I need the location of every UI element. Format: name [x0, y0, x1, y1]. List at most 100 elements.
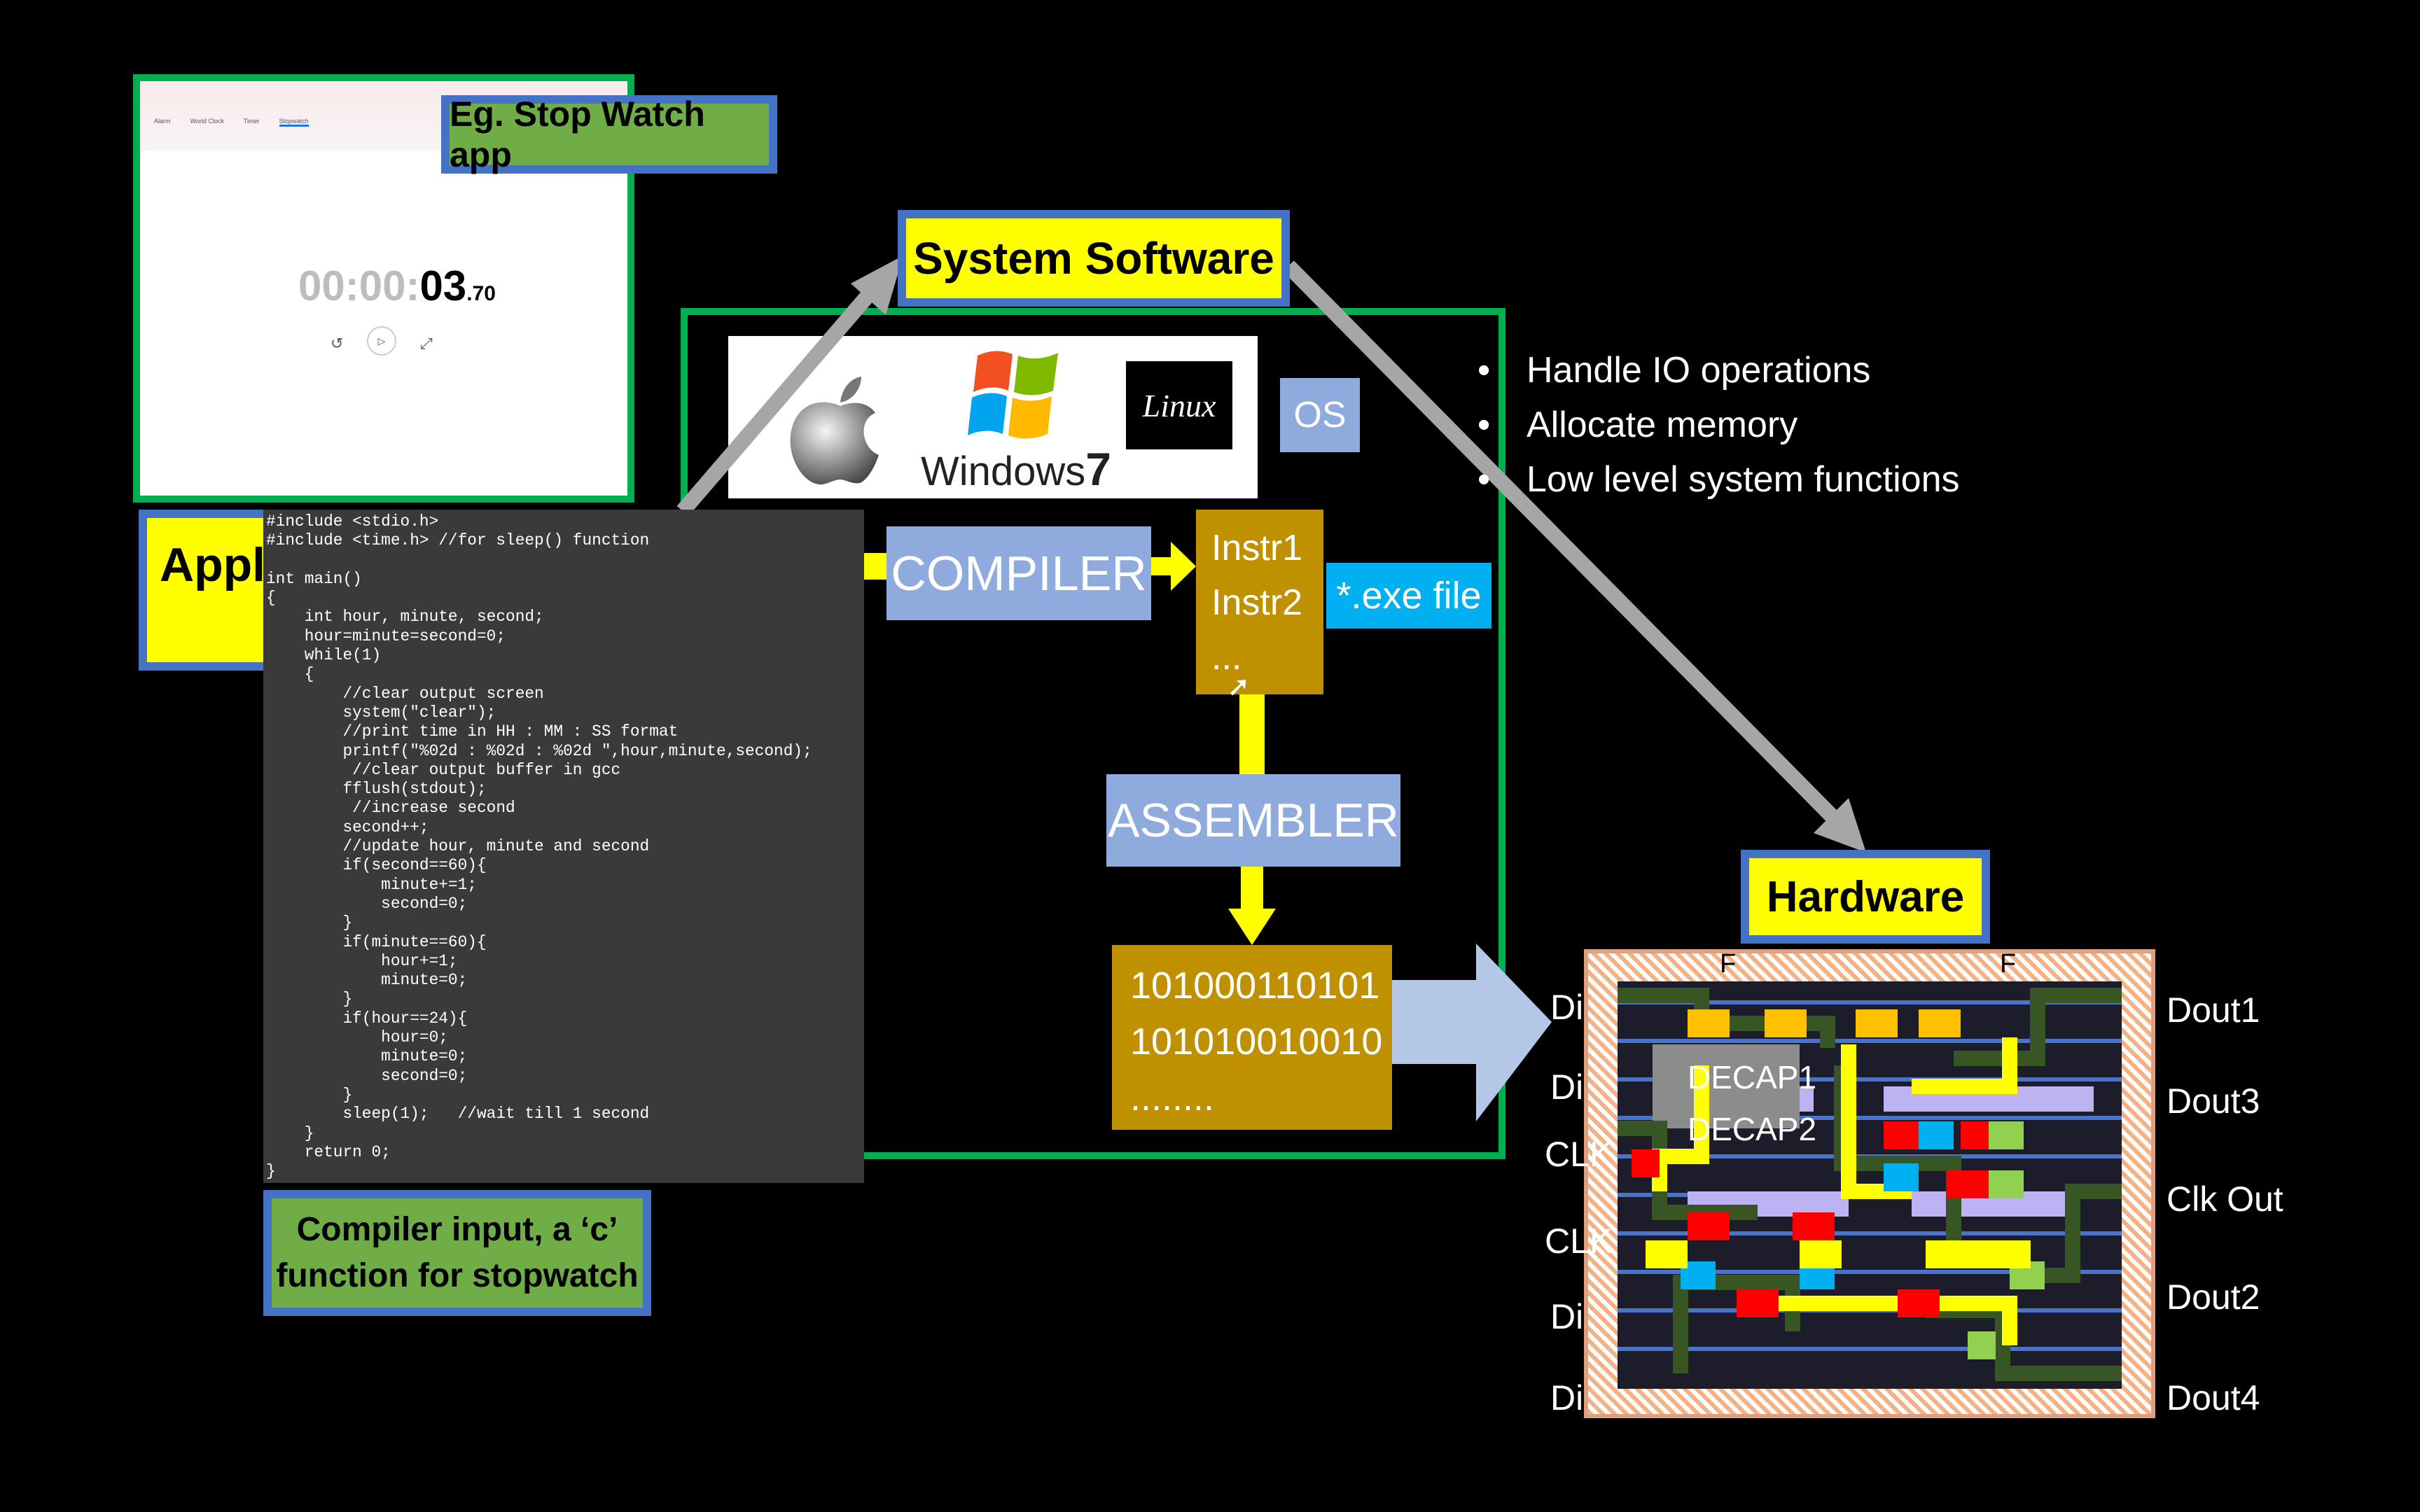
assembler-box: ASSEMBLER	[1106, 774, 1400, 867]
pin-left-5: Di	[1550, 1297, 1584, 1336]
code-line: minute=0;	[266, 1047, 468, 1066]
code-line: #include <stdio.h>	[266, 512, 439, 531]
code-line: system("clear");	[266, 703, 496, 722]
arrow-system-software-to-hardware	[1283, 260, 1847, 832]
tab-stopwatch[interactable]: Stopwatch	[279, 118, 309, 127]
arrowhead-system-software	[851, 255, 903, 315]
instructions-box: Instr1 Instr2 ...	[1196, 510, 1323, 694]
compiler-box: COMPILER	[886, 526, 1151, 620]
code-line: hour=minute=second=0;	[266, 626, 506, 645]
pin-dout1: Dout1	[2167, 990, 2260, 1030]
pin-left-4: CLK	[1545, 1222, 1613, 1261]
arrow-app-to-system-software	[676, 281, 882, 517]
os-logos-panel: Windows7 Linux	[728, 336, 1258, 498]
pin-dout4: Dout4	[2167, 1378, 2260, 1418]
code-line: second=0;	[266, 894, 468, 913]
stopwatch-example-text: Eg. Stop Watch app	[450, 94, 705, 174]
chip-top-label-f1: F	[1720, 949, 1737, 979]
code-line: fflush(stdout);	[266, 780, 487, 799]
code-line: }	[266, 1124, 314, 1142]
play-button[interactable]: ▷	[367, 326, 396, 356]
code-line: sleep(1); //wait till 1 second	[266, 1105, 650, 1124]
chip-layout: DECAP1 DECAP2 F F	[1584, 949, 2155, 1418]
decap1-label: DECAP1	[1688, 1059, 1817, 1096]
linux-text: Linux	[1142, 387, 1216, 424]
code-line: if(hour==24){	[266, 1009, 468, 1028]
stopwatch-time: 00:00:03.70	[298, 262, 496, 310]
instr1-text: Instr1	[1211, 528, 1303, 568]
pin-left-6: Di	[1550, 1378, 1584, 1418]
code-line: minute=0;	[266, 971, 468, 990]
arrow-instr-to-assembler	[1239, 693, 1265, 777]
code-line: int main()	[266, 569, 362, 588]
compiler-input-label: Compiler input, a ‘c’ function for stopw…	[263, 1190, 651, 1316]
arrow-assembler-to-binary-head	[1228, 909, 1276, 945]
arrow-compiler-to-instr-head	[1171, 542, 1196, 591]
c-code-listing: #include <stdio.h>#include <time.h> //fo…	[263, 510, 864, 1183]
system-software-text: System Software	[913, 233, 1274, 284]
windows-version: 7	[1085, 443, 1112, 495]
time-seconds: 03	[419, 262, 467, 309]
code-line: //clear output buffer in gcc	[266, 760, 621, 779]
binary-line-3: ........	[1130, 1077, 1215, 1119]
window-tabs: Alarm World Clock Timer Stopwatch	[154, 118, 309, 127]
code-line: }	[266, 913, 353, 932]
system-software-bullets: Handle IO operations Allocate memory Low…	[1477, 343, 1960, 507]
os-label: OS	[1280, 378, 1360, 452]
time-hundredths: .70	[466, 282, 496, 305]
tab-world-clock[interactable]: World Clock	[190, 118, 224, 125]
time-dim: 00:00:	[298, 262, 420, 309]
pin-dout3: Dout3	[2167, 1082, 2260, 1121]
arrow-code-to-compiler	[864, 553, 886, 580]
code-line: }	[266, 990, 353, 1009]
pin-clk-out: Clk Out	[2167, 1180, 2283, 1219]
apple-logo	[790, 377, 879, 485]
arrowhead-hardware	[1814, 798, 1866, 853]
hardware-text: Hardware	[1766, 872, 1965, 921]
arrow-compiler-to-instr-shaft	[1151, 557, 1172, 575]
code-line: printf("%02d : %02d : %02d ",hour,minute…	[266, 741, 812, 760]
pin-left-1: Di	[1550, 988, 1584, 1027]
chip-core: DECAP1 DECAP2	[1618, 981, 2122, 1389]
windows-text: Windows	[921, 449, 1086, 494]
chip-top-label-f2: F	[2000, 949, 2017, 979]
instr2-text: Instr2	[1211, 582, 1303, 623]
compiler-text: COMPILER	[891, 546, 1147, 601]
tab-timer[interactable]: Timer	[243, 118, 260, 125]
reset-icon[interactable]: ↺	[331, 335, 344, 352]
mouse-cursor-icon: ➚	[1227, 671, 1251, 702]
code-line: }	[266, 1085, 353, 1104]
hardware-label: Hardware	[1741, 850, 1990, 944]
bullet-low-level: Low level system functions	[1477, 452, 1959, 507]
code-line: return 0;	[266, 1142, 391, 1161]
os-label-text: OS	[1293, 395, 1347, 435]
compiler-input-line-1: Compiler input, a ‘c’	[296, 1211, 618, 1248]
code-line: minute+=1;	[266, 875, 477, 894]
bullet-memory: Allocate memory	[1477, 398, 1960, 452]
tab-alarm[interactable]: Alarm	[154, 118, 171, 125]
stopwatch-example-label: Eg. Stop Watch app	[441, 94, 777, 174]
code-line: if(second==60){	[266, 856, 487, 875]
compiler-input-line-2: function for stopwatch	[276, 1257, 639, 1294]
bullet-io: Handle IO operations	[1477, 343, 1960, 398]
code-line: if(minute==60){	[266, 932, 487, 951]
code-line: while(1)	[266, 646, 382, 665]
assembler-text: ASSEMBLER	[1108, 794, 1399, 847]
expand-icon[interactable]: ⤢	[420, 335, 433, 352]
code-line: {	[266, 665, 314, 684]
exe-file-box: *.exe file	[1326, 563, 1491, 629]
pin-left-3: CLK	[1545, 1135, 1613, 1174]
binary-line-2: 101010010010	[1130, 1021, 1383, 1063]
binary-line-1: 101000110101	[1130, 965, 1380, 1007]
binary-box: 101000110101 101010010010 ........	[1112, 945, 1392, 1130]
exe-file-text: *.exe file	[1336, 575, 1482, 617]
arrow-binary-to-chip-shaft	[1392, 980, 1476, 1064]
instr-more-text: ...	[1211, 637, 1242, 678]
arrow-binary-to-chip-head	[1476, 944, 1552, 1121]
code-line: //print time in HH : MM : SS format	[266, 722, 679, 741]
code-line: second++;	[266, 818, 429, 836]
code-line: //clear output screen	[266, 684, 544, 703]
arrow-assembler-to-binary-shaft	[1241, 867, 1263, 910]
code-line: }	[266, 1162, 276, 1181]
